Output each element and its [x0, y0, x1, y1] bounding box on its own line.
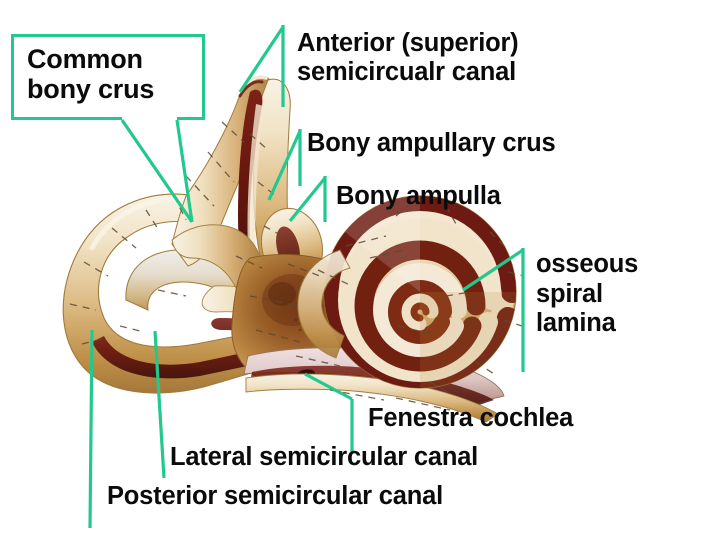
callout-box-common-bony-crus: Common bony crus: [11, 34, 205, 120]
label-common-bony-crus: Common bony crus: [27, 44, 155, 105]
callout-box-bottom-edge: [177, 117, 205, 120]
label-osseous-spiral-lamina: osseous spiral lamina: [536, 250, 639, 338]
cochlea-spiral-shape: [297, 195, 517, 389]
label-lateral-semicircular-canal: Lateral semicircular canal: [170, 443, 479, 471]
label-anterior-semicircular-canal: Anterior (superior) semicircualr canal: [297, 29, 519, 87]
label-bony-ampullary-crus: Bony ampullary crus: [307, 129, 556, 157]
label-fenestra-cochlea: Fenestra cochlea: [368, 404, 574, 432]
callout-box-bottom-edge: [11, 117, 122, 120]
label-bony-ampulla: Bony ampulla: [336, 182, 501, 210]
label-posterior-semicircular-canal: Posterior semicircular canal: [107, 482, 443, 510]
